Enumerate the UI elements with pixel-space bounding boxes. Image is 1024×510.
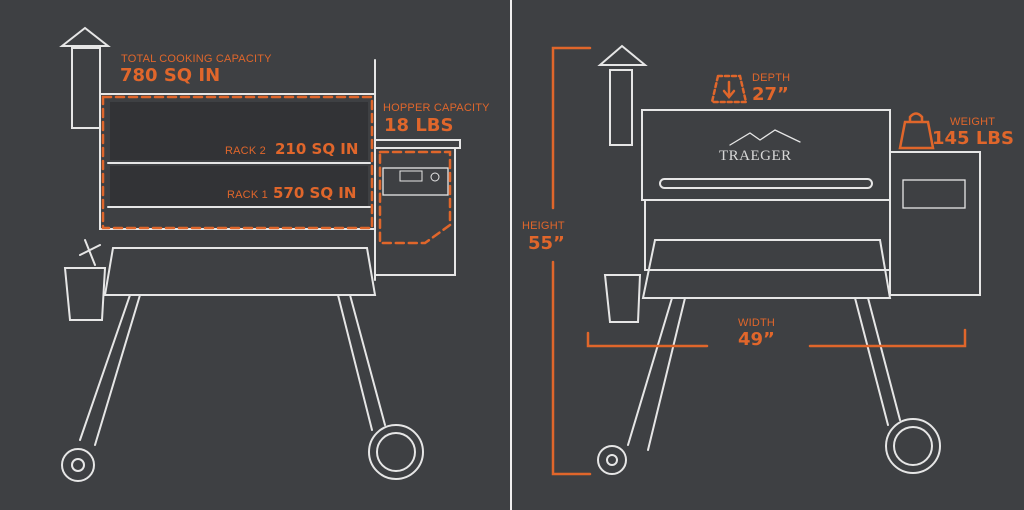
depth-value: 27”	[752, 84, 789, 105]
height-line-top	[551, 46, 592, 210]
height-value: 55”	[528, 233, 565, 254]
width-line-right	[808, 328, 967, 348]
depth-icon	[710, 74, 748, 104]
total-capacity-label: TOTAL COOKING CAPACITY	[121, 53, 272, 65]
hopper-capacity-value: 18 LBS	[384, 115, 454, 136]
width-value: 49”	[738, 329, 775, 350]
hopper-capacity-label: HOPPER CAPACITY	[383, 102, 490, 114]
right-dimension-lines	[551, 46, 967, 476]
weight-value: 145 LBS	[932, 128, 1014, 149]
rack1-label: RACK 1	[227, 189, 268, 201]
left-capacity-outlines	[101, 95, 452, 245]
width-label: WIDTH	[738, 317, 776, 329]
left-grill-sketch	[59, 26, 461, 482]
total-capacity-value: 780 SQ IN	[120, 65, 221, 86]
rack1-value: 570 SQ IN	[273, 184, 357, 202]
rack2-label: RACK 2	[225, 145, 266, 157]
depth-label: DEPTH	[752, 72, 791, 84]
traeger-logo: TRAEGER	[719, 148, 792, 164]
right-grill-sketch	[597, 44, 981, 475]
width-line-left	[586, 331, 709, 348]
rack2-value: 210 SQ IN	[275, 140, 359, 158]
depth-arrow-icon	[722, 80, 736, 99]
height-label: HEIGHT	[522, 220, 565, 232]
height-line-bottom	[551, 260, 592, 476]
weight-label: WEIGHT	[950, 116, 996, 128]
weight-icon	[898, 112, 935, 150]
